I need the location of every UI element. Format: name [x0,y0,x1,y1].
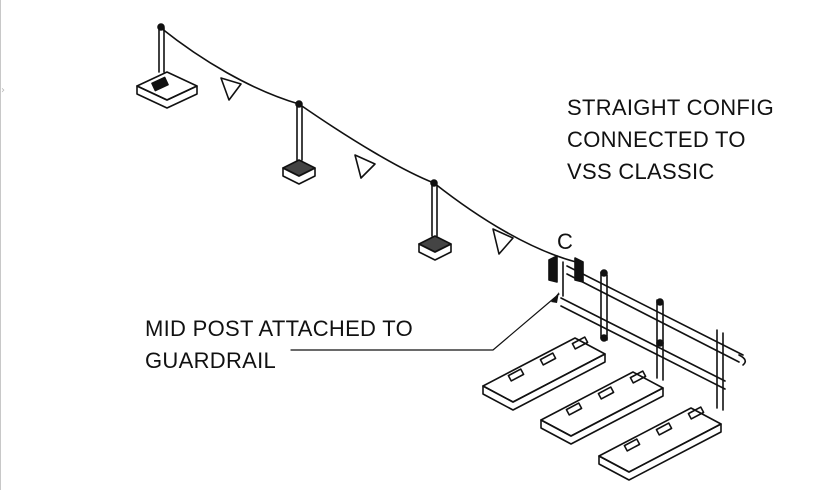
callout-line: MID POST ATTACHED TO [145,316,414,341]
end-post-assembly [136,23,198,109]
callout-leader [290,293,560,351]
callout-line: GUARDRAIL [145,348,277,373]
config-line: VSS CLASSIC [567,159,715,184]
detail-marker: C [557,229,573,254]
guardrail-ballast-row [482,336,606,411]
guardrail-frame [560,265,747,411]
guardrail-ballast-row [598,406,722,481]
guardrail-connector [548,255,584,297]
mid-post-assembly [282,100,316,185]
callout-note: MID POST ATTACHED TO GUARDRAIL [145,313,413,377]
config-line: STRAIGHT CONFIG [567,95,774,120]
guardrail-ballast-row [540,370,664,445]
chevron-right-icon: › [1,85,5,96]
config-line: CONNECTED TO [567,127,746,152]
callout-arrowhead [551,292,559,303]
pennant-flag [492,228,514,255]
warning-cable [160,27,577,263]
mid-post-assembly [418,179,452,261]
pennant-flag [354,154,376,179]
configuration-note: STRAIGHT CONFIG CONNECTED TO VSS CLASSIC [567,92,774,188]
pennant-flag [220,77,242,101]
